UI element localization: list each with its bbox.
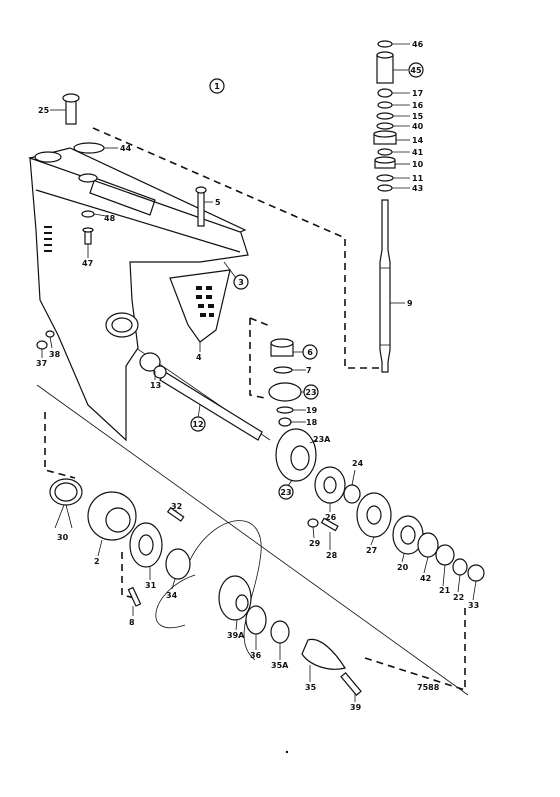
label-23: 23 — [305, 388, 316, 397]
pinion-gear-parts — [268, 338, 302, 427]
label-14: 14 — [412, 136, 424, 145]
label-25: 25 — [38, 106, 50, 115]
small-fasteners — [36, 330, 339, 607]
label-41: 41 — [412, 148, 424, 157]
label-9: 9 — [407, 299, 413, 308]
assembly-line-upper — [92, 127, 385, 369]
label-29: 29 — [309, 539, 321, 548]
assembly-line-propeller — [364, 606, 466, 692]
label-33: 33 — [468, 601, 479, 610]
label-24: 24 — [352, 459, 364, 468]
water-intake-screen — [169, 269, 231, 343]
label-34: 34 — [166, 591, 178, 600]
leader-lines — [41, 43, 477, 702]
label-30: 30 — [57, 533, 69, 542]
label-6: 6 — [307, 348, 313, 357]
assembly-line-pinion — [249, 317, 271, 399]
label-5: 5 — [215, 198, 221, 207]
label-48: 48 — [104, 214, 116, 223]
label-18: 18 — [306, 418, 318, 427]
label-16: 16 — [412, 101, 424, 110]
propshaft-axis — [36, 384, 469, 696]
part-6-circle — [302, 344, 318, 360]
label-47: 47 — [82, 259, 93, 268]
rear-bearing-stack — [314, 466, 485, 582]
label-43: 43 — [412, 184, 423, 193]
label-45: 45 — [410, 66, 422, 75]
part-12-circle — [190, 416, 206, 432]
drawing-number: 7588 — [417, 683, 440, 692]
label-42: 42 — [420, 574, 431, 583]
label-20: 20 — [397, 563, 409, 572]
label-36: 36 — [250, 651, 262, 660]
label-12: 12 — [192, 420, 203, 429]
stray-dot — [285, 750, 289, 754]
label-40: 40 — [412, 122, 424, 131]
label-31: 31 — [145, 581, 157, 590]
bearing-housing — [49, 478, 191, 580]
part-23b-circle — [278, 484, 294, 500]
label-19: 19 — [306, 406, 318, 415]
label-32: 32 — [171, 502, 182, 511]
label-35A: 35A — [271, 661, 289, 670]
part-23-circle — [303, 384, 319, 400]
part-3-circle — [233, 274, 249, 290]
label-11: 11 — [412, 174, 424, 183]
view-number: 1 — [214, 82, 220, 91]
label-15: 15 — [412, 112, 424, 121]
label-27: 27 — [366, 546, 377, 555]
top-fasteners — [62, 93, 207, 245]
label-8: 8 — [129, 618, 135, 627]
label-28: 28 — [326, 551, 338, 560]
part-45-circle — [408, 62, 424, 78]
forward-gear — [275, 428, 317, 482]
label-4: 4 — [196, 353, 202, 362]
label-39: 39 — [350, 703, 362, 712]
propeller — [155, 520, 362, 696]
label-23A: 23A — [313, 435, 331, 444]
label-46: 46 — [412, 40, 424, 49]
label-21: 21 — [439, 586, 451, 595]
label-38: 38 — [49, 350, 61, 359]
vertical-shaft-assembly — [373, 40, 397, 373]
label-23b: 23 — [280, 488, 291, 497]
label-17: 17 — [412, 89, 423, 98]
view-number-circle — [209, 78, 225, 94]
circled-markers — [190, 62, 424, 500]
label-22: 22 — [453, 593, 464, 602]
label-26: 26 — [325, 513, 337, 522]
label-3: 3 — [238, 278, 244, 287]
part-labels: 1 46 45 17 16 15 40 14 41 10 11 43 9 25 … — [36, 40, 479, 712]
label-10: 10 — [412, 160, 424, 169]
label-2: 2 — [94, 557, 100, 566]
label-7: 7 — [306, 366, 312, 375]
label-13: 13 — [150, 381, 161, 390]
label-39A: 39A — [227, 631, 245, 640]
label-37: 37 — [36, 359, 47, 368]
label-35: 35 — [305, 683, 317, 692]
assembly-line-lower — [44, 412, 136, 599]
propeller-shaft — [139, 352, 263, 441]
label-44: 44 — [120, 144, 132, 153]
